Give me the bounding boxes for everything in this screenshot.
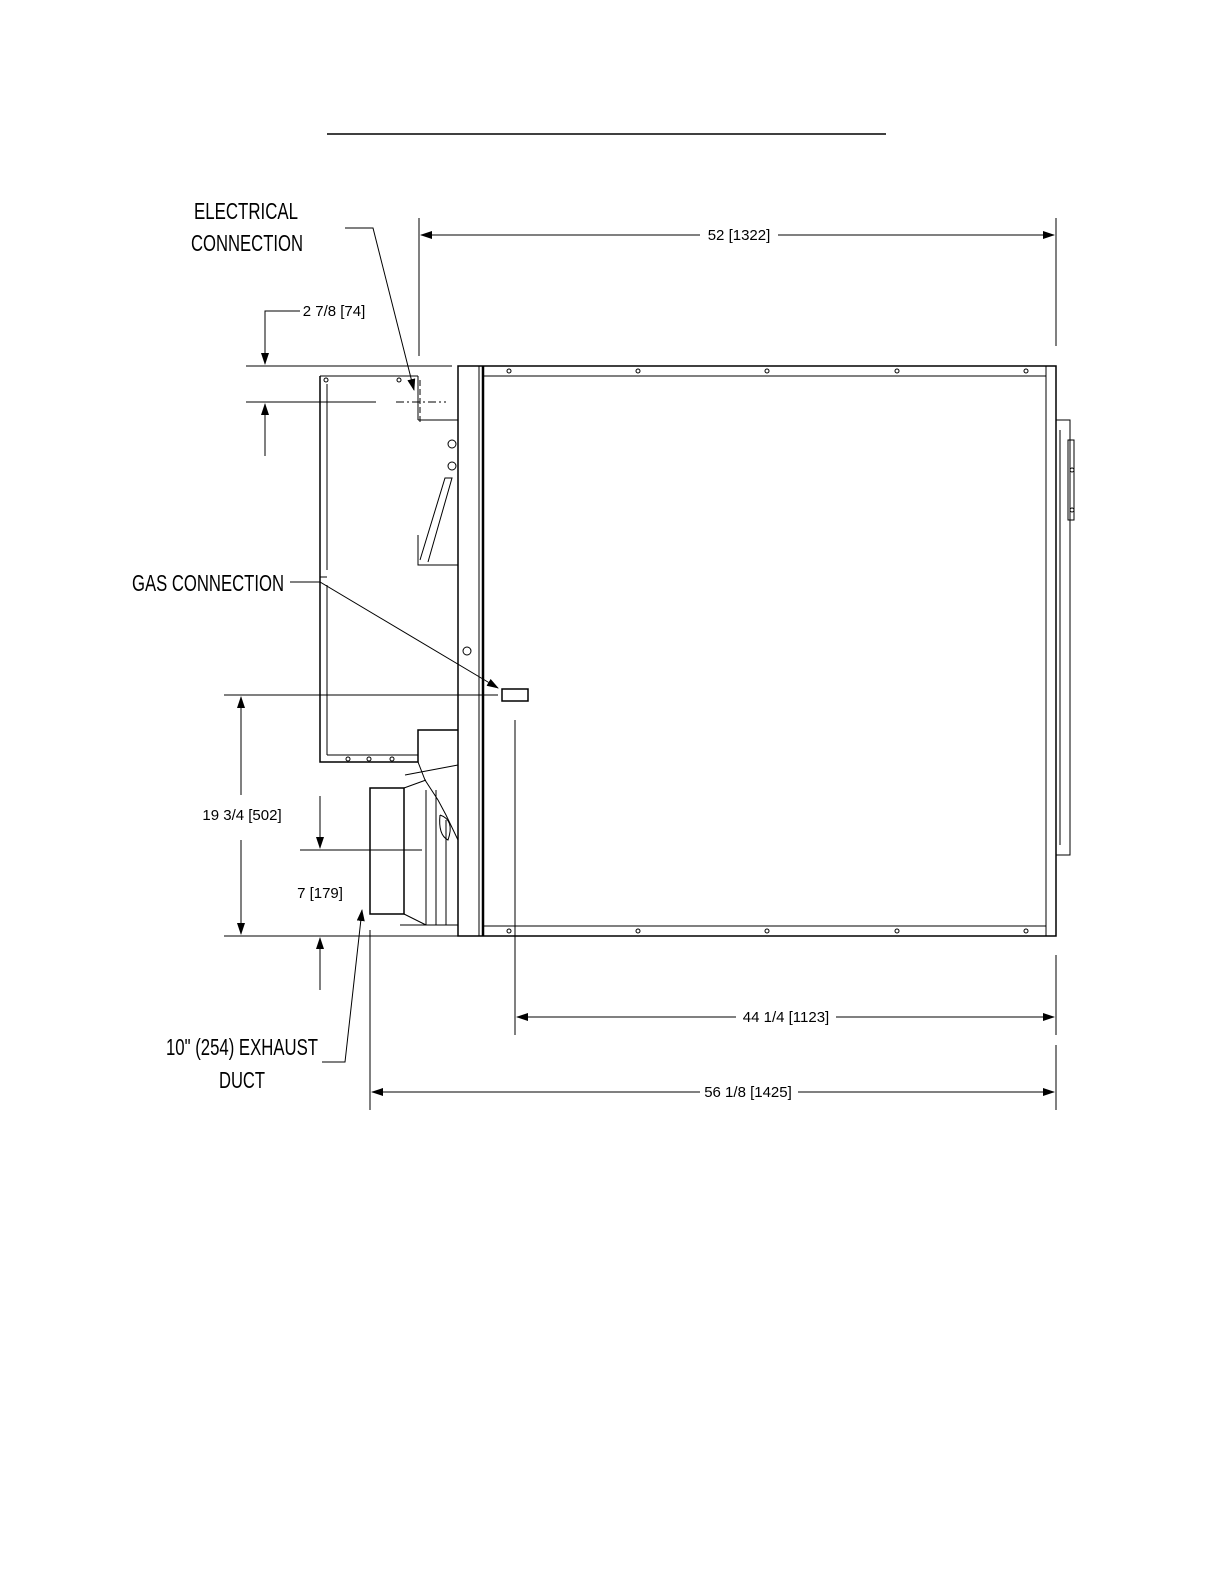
dim-label-52: 52 [1322] [708,227,771,244]
dimension-cabinet-depth [515,720,1056,1035]
dimension-electrical-offset [246,311,452,456]
exhaust-duct [370,780,426,925]
control-compartment [320,376,458,925]
gas-connection-fitting [502,689,528,701]
oven-cabinet [458,366,1056,936]
label-electrical-line2: CONNECTION [191,230,303,256]
label-exhaust-line2: DUCT [219,1067,265,1093]
label-gas-connection: GAS CONNECTION [132,570,284,596]
dim-label-56-1-8: 56 1/8 [1425] [704,1084,792,1101]
dim-label-2-7-8: 2 7/8 [74] [303,303,366,320]
label-electrical-line1: ELECTRICAL [194,198,298,224]
leader-gas [290,582,498,688]
dim-label-7: 7 [179] [297,885,343,902]
leader-exhaust [322,910,362,1062]
dim-label-19-3-4: 19 3/4 [502] [202,807,281,824]
label-exhaust-line1: 10" (254) EXHAUST [166,1034,318,1060]
dimension-overall-depth-bottom [370,930,1056,1110]
side-handle-panel [1056,420,1074,855]
electrical-connection-marker [396,380,446,424]
dim-label-44-1-4: 44 1/4 [1123] [743,1009,829,1026]
